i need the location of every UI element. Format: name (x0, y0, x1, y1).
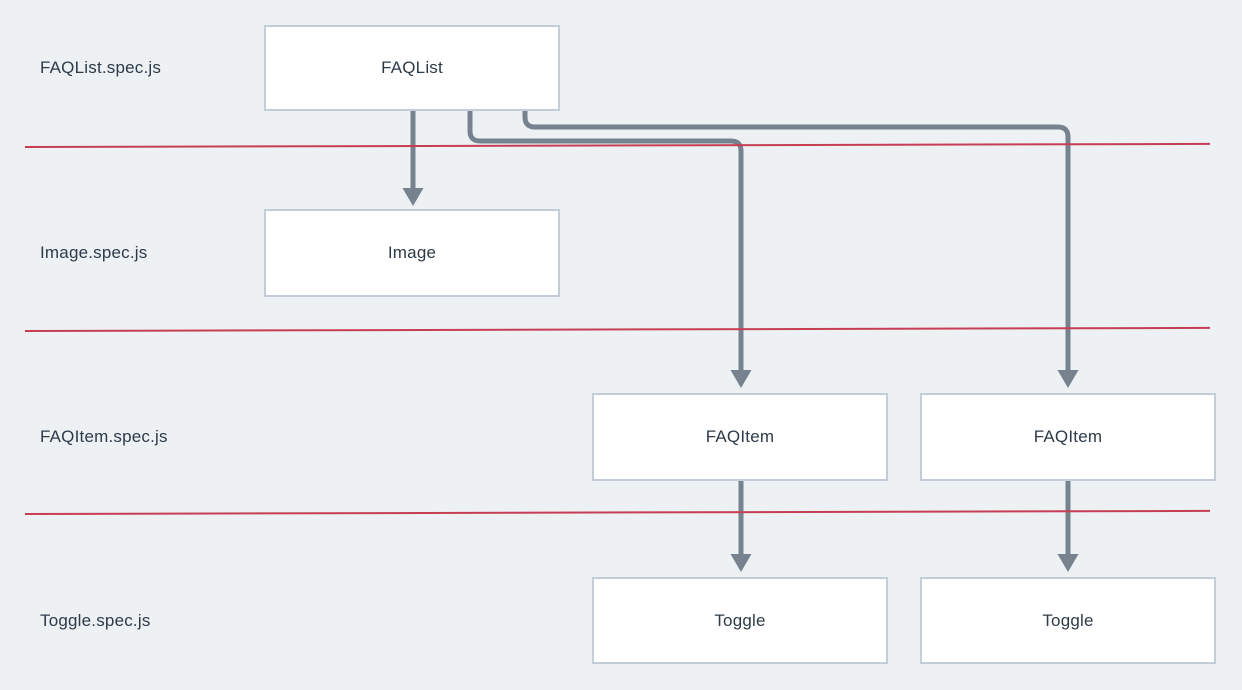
arrow-faqlist-to-faqitem-left (467, 111, 744, 372)
arrowhead-icon (1057, 554, 1079, 572)
component-box-label: FAQItem (1033, 427, 1103, 446)
arrowhead-icon (1057, 370, 1079, 388)
spec-file-label-image: Image.spec.js (40, 243, 148, 262)
component-box-label: Toggle (1042, 610, 1094, 630)
component-box-faqitem-right: FAQItem (920, 393, 1216, 481)
component-box-label: FAQItem (705, 427, 775, 446)
component-box-faqitem-left: FAQItem (592, 393, 888, 481)
arrowhead-icon (730, 554, 752, 572)
component-box-label: Toggle (714, 610, 766, 630)
arrowhead-icon (730, 370, 752, 388)
arrowhead-icon (402, 188, 424, 206)
arrow-faqlist-to-faqitem-right (522, 111, 1071, 372)
spec-file-label-faqlist: FAQList.spec.js (40, 58, 162, 77)
component-box-label: FAQList (381, 58, 443, 77)
spec-file-label-faqitem: FAQItem.spec.js (40, 427, 168, 446)
component-box-toggle-right: Toggle (920, 577, 1216, 664)
spec-file-label-toggle: Toggle.spec.js (40, 611, 151, 630)
component-box-toggle-left: Toggle (592, 577, 888, 664)
component-box-faqlist: FAQList (264, 25, 560, 111)
component-box-image: Image (264, 209, 560, 297)
component-box-label: Image (387, 243, 437, 262)
